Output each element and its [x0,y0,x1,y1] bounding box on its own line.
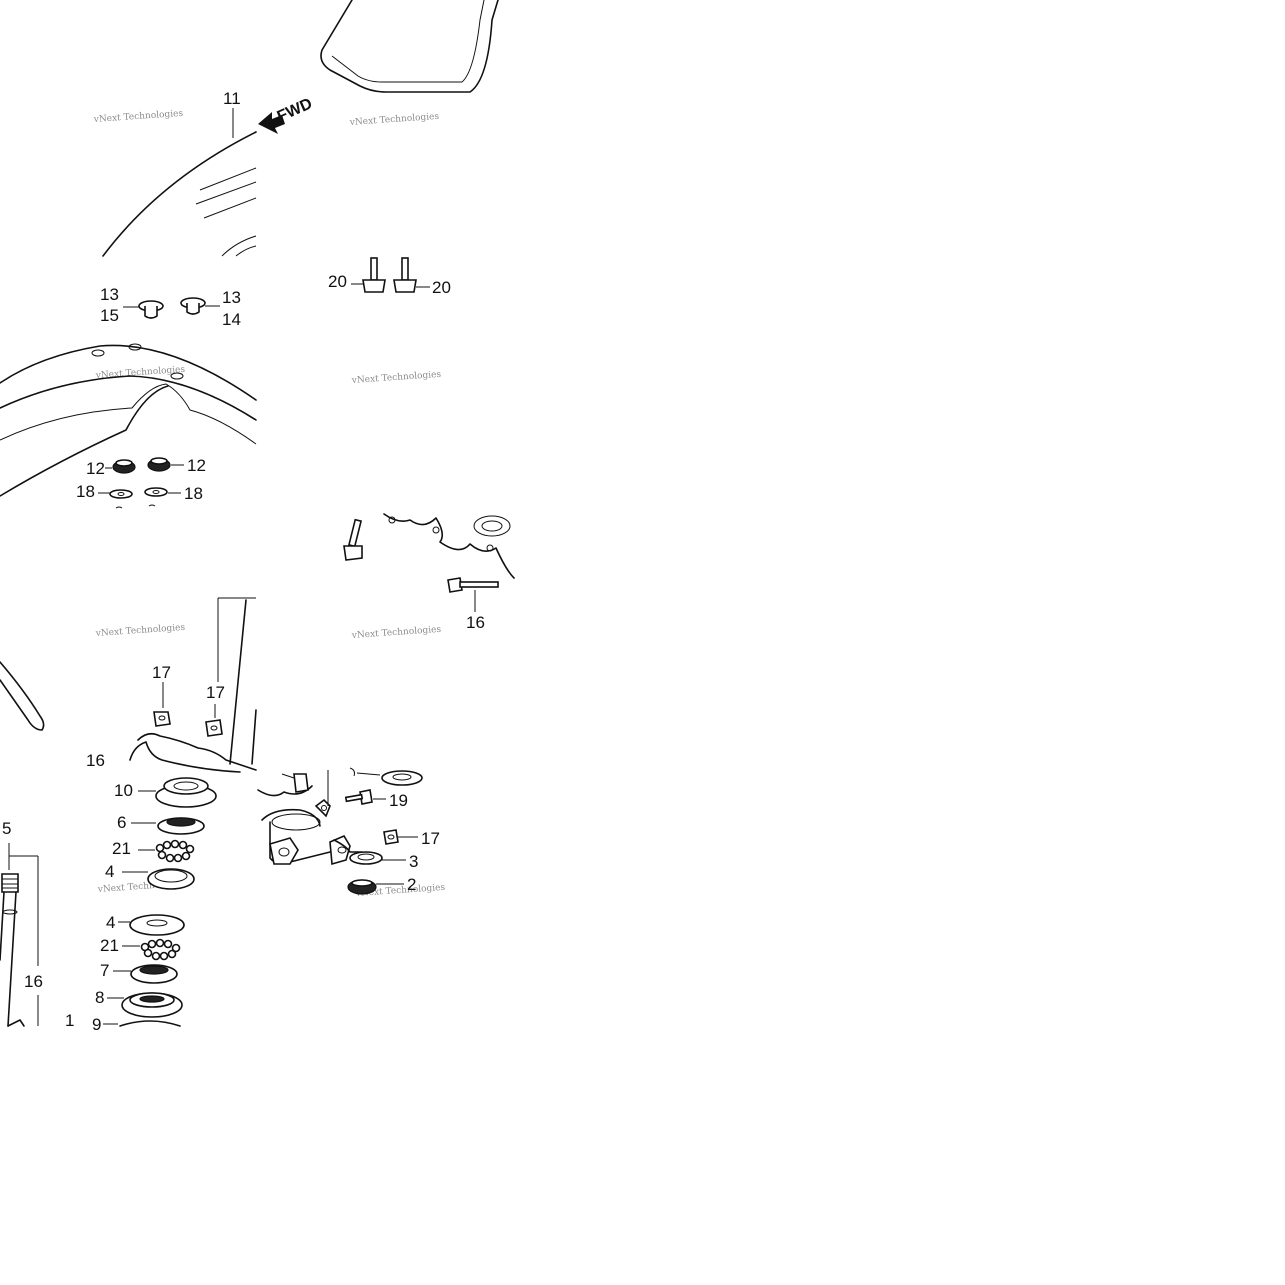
callout-number: 13 [100,285,119,304]
bolt-19: 19 [344,789,408,810]
callout-number: 11 [223,89,241,108]
forward-arrow-icon [258,112,285,134]
callout-11: 11 [223,89,241,138]
callout-number: 3 [409,852,418,871]
callout-number: 12 [86,459,105,478]
callout-number: 17 [152,663,171,682]
callout-number: 15 [100,306,119,325]
callout-number: 16 [466,613,485,632]
callout-number: 17 [421,829,440,848]
callout-number: 16 [24,972,43,991]
watermark: vNext Technologies [351,625,442,641]
fork-tube [0,597,257,765]
callout-number: 20 [328,272,347,291]
cable-guide: 3 [333,839,418,871]
callout-number: 12 [187,456,206,475]
callout-number: 14 [222,310,241,329]
nuts-17: 17 17 [152,663,225,737]
handlebar-bracket: 16 [343,513,515,632]
rear-fender [320,0,499,93]
steering-stem-nut: 10 [114,777,217,808]
callout-number: 6 [117,813,126,832]
front-fender-upper [102,131,257,257]
cone-race-lower: 7 [100,961,178,984]
washer-upper-right [349,767,423,786]
callout-number: 7 [100,961,109,980]
dust-seal: 8 [95,988,183,1018]
nut-17-right: 17 [383,829,440,848]
watermark: vNext Technologies [93,109,184,125]
bolts-20: 20 20 [328,257,451,297]
callout-number: 19 [389,791,408,810]
callout-number: 5 [2,819,11,838]
steel-balls-lower: 21 [100,936,181,961]
callout-number: 10 [114,781,133,800]
callout-number: 13 [222,288,241,307]
callout-number: 18 [76,482,95,501]
fwd-label: FWD [275,95,315,125]
callout-number: 8 [95,988,104,1007]
grommet-2: 2 [347,875,416,895]
callout-number: 16 [86,751,105,770]
steel-balls-upper: 21 [112,839,195,863]
callout-number: 21 [100,936,119,955]
callout-number: 4 [105,862,114,881]
top-bridge: 16 [86,732,257,773]
watermark: vNext Technologies [351,370,442,386]
washer-9: 9 [92,1015,181,1034]
callout-number: 2 [407,875,416,894]
ball-race-upper: 4 [105,862,195,890]
callout-number: 20 [432,278,451,297]
callout-number: 21 [112,839,131,858]
fwd-arrow: FWD [258,95,315,134]
front-fender-lower [0,343,257,497]
ball-ring [155,839,195,863]
watermark: vNext Technologies [95,623,186,639]
rubber-washers: 12 12 18 18 [76,456,206,509]
callout-number: 17 [206,683,225,702]
ball-race-lower: 4 [106,913,185,936]
callout-number: 1 [65,1011,74,1030]
watermark: vNext Technologies [349,112,440,128]
callout-number: 4 [106,913,115,932]
callout-number: 9 [92,1015,101,1034]
cone-race-upper: 6 [117,813,205,835]
bottom-bridge [257,770,351,866]
steering-stem: 5 16 1 [0,819,74,1030]
callout-number: 18 [184,484,203,503]
fender-collars: 13 15 13 14 [100,285,241,329]
